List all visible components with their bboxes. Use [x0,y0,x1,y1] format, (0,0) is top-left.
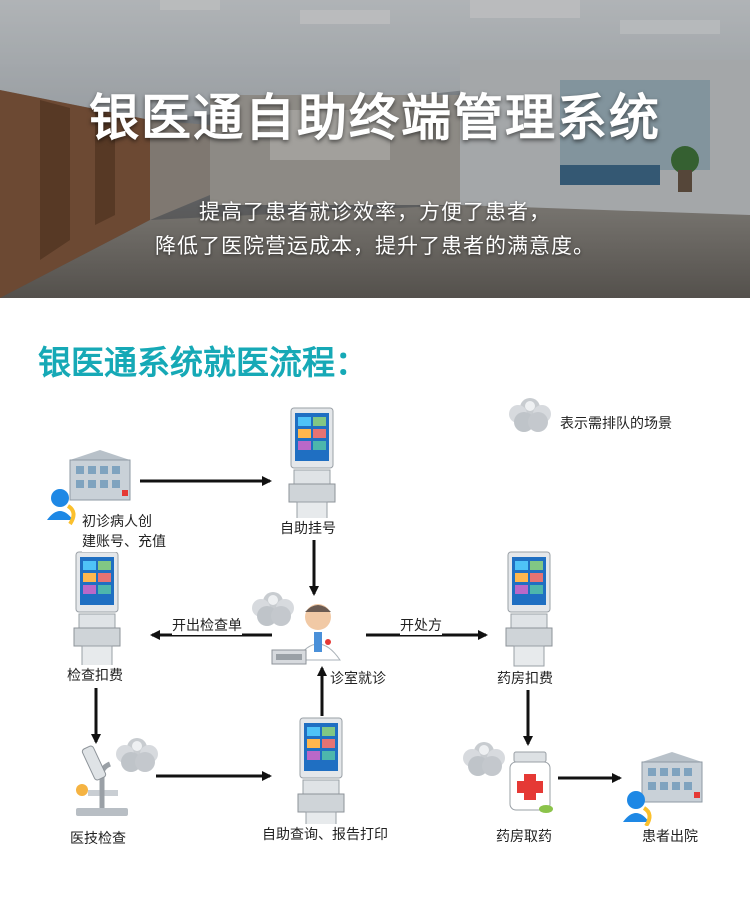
node-consult-label: 诊室就诊 [330,668,386,688]
banner-subtitle-line-2: 降低了医院营运成本，提升了患者的满意度。 [155,234,595,258]
node-exam-pay-label: 检查扣费 [67,665,123,685]
edge-issue-exam-order-label: 开出检查单 [172,615,242,635]
section-title: 银医通系统就医流程： [38,343,368,382]
hospital-building-icon [69,449,131,501]
pharmacy-queue-icon [463,742,505,776]
node-pharmacy-pickup-label: 药房取药 [496,826,552,846]
node-discharge-label: 患者出院 [642,826,698,846]
legend-queue-icon [509,398,551,432]
self-query-kiosk-icon [297,717,345,833]
medicine-bottle-icon [509,751,553,813]
node-self-register-label: 自助挂号 [280,518,336,538]
discharge-building-icon [641,751,703,803]
banner-subtitle-line-1: 提高了患者就诊效率，方便了患者， [199,200,551,224]
node-register-label: 初诊病人创 建账号、充值 [82,512,182,552]
pharmacy-pay-kiosk-icon [505,551,553,667]
self-register-kiosk-icon [288,407,336,523]
edge-prescribe-label: 开处方 [400,615,442,635]
doctor-icon [271,604,341,665]
banner-title: 银医通自助终端管理系统 [89,89,661,147]
node-medtech-exam-label: 医技检查 [70,828,126,848]
node-self-query-label: 自助查询、报告打印 [262,824,388,844]
exam-pay-kiosk-icon [73,551,121,667]
header-banner: 银医通自助终端管理系统 提高了患者就诊效率，方便了患者， 降低了医院营运成本，提… [0,0,750,298]
hospital-corridor-image [0,0,750,298]
exam-queue-icon [116,738,158,772]
legend-label: 表示需排队的场景 [560,416,672,432]
consult-queue-icon [252,592,294,626]
node-pharmacy-pay-label: 药房扣费 [497,668,553,688]
microscope-icon [76,745,128,816]
